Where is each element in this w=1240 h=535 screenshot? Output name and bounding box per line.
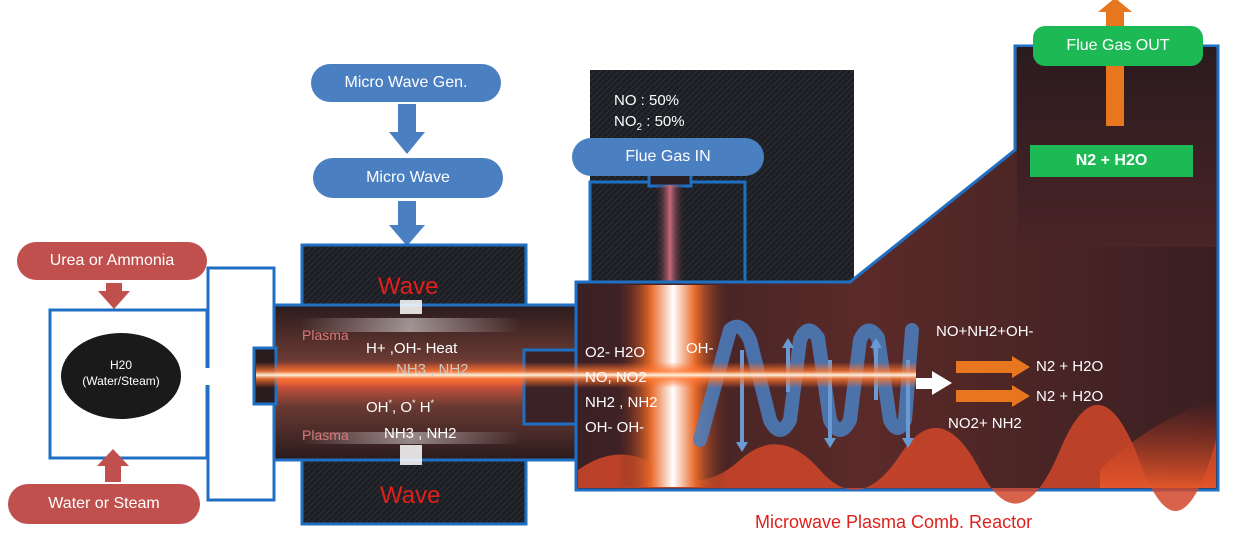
water-steam-box: Water or Steam bbox=[8, 484, 200, 524]
torch-species-line1: H+ ,OH- Heat bbox=[366, 340, 458, 357]
waveguide-bottom bbox=[300, 458, 528, 526]
mw-arrow-shaft bbox=[398, 201, 416, 227]
o-star: * bbox=[412, 398, 416, 408]
inlet-gas-stream bbox=[655, 185, 685, 285]
water-arrow-shaft bbox=[105, 465, 121, 482]
reactor-species-row: NH2 , NH2 bbox=[585, 394, 658, 411]
mwgen-arrow-head bbox=[389, 132, 425, 154]
urea-ammonia-label: Urea or Ammonia bbox=[49, 252, 175, 269]
plasma-hotspot-top bbox=[400, 300, 422, 314]
h-star: * bbox=[430, 398, 435, 408]
no2-subscript: 2 bbox=[636, 122, 643, 133]
reaction-top-label: NO+NH2+OH- bbox=[936, 323, 1034, 340]
h2o-reservoir bbox=[61, 333, 181, 419]
product-label-2: N2 + H2O bbox=[1036, 388, 1104, 405]
h2o-label-line1: H20 bbox=[109, 358, 132, 372]
plasma-glow-top bbox=[300, 318, 520, 332]
outlet-arrow-head bbox=[1098, 0, 1132, 12]
swirl-arrow-5-head bbox=[902, 438, 914, 448]
beam-output-arrow-shaft bbox=[916, 378, 934, 389]
plasma-glow-bottom bbox=[300, 432, 520, 444]
h-radical: H bbox=[415, 399, 431, 416]
h2o-flow bbox=[182, 368, 232, 385]
outlet-product-label: N2 + H2O bbox=[1075, 152, 1148, 169]
no2-concentration: NO2 : 50% bbox=[614, 113, 685, 133]
flue-gas-in-label: Flue Gas IN bbox=[625, 148, 711, 165]
flue-gas-out-label: Flue Gas OUT bbox=[1066, 37, 1170, 54]
swirl-arrow-1-head bbox=[736, 442, 748, 452]
urea-arrow-head bbox=[98, 291, 130, 309]
waveguide-top bbox=[300, 243, 528, 307]
swirl-arrow-3-head bbox=[824, 438, 836, 448]
urea-arrow-shaft bbox=[106, 283, 122, 293]
flue-gas-out-box: Flue Gas OUT bbox=[1033, 26, 1203, 66]
microwave-label: Micro Wave bbox=[366, 169, 450, 186]
h2o-label-line2: (Water/Steam) bbox=[82, 374, 160, 388]
water-steam-label: Water or Steam bbox=[48, 495, 160, 512]
reactor-fire-bed bbox=[578, 404, 1216, 512]
reactor-species-row: O2- H2O bbox=[585, 344, 646, 361]
urea-ammonia-box: Urea or Ammonia bbox=[17, 242, 207, 280]
plasma-label-bottom: Plasma bbox=[302, 427, 349, 443]
no-concentration: NO : 50% bbox=[614, 92, 680, 109]
reactor-title: Microwave Plasma Comb. Reactor bbox=[755, 512, 1033, 532]
outlet-arrow-shaft bbox=[1106, 60, 1124, 126]
mwgen-arrow-shaft bbox=[398, 104, 416, 134]
torch-species-line2: NH3 , NH2 bbox=[396, 361, 469, 378]
wave-label-bottom: Wave bbox=[380, 482, 441, 509]
no2-suffix: : 50% bbox=[642, 113, 685, 130]
product-arrow-2-head bbox=[1012, 385, 1030, 407]
outlet-product-box: N2 + H2O bbox=[1030, 145, 1193, 177]
torch-species-line3: OH*, O* H* bbox=[366, 398, 434, 416]
reactor-species-col2: OH- bbox=[686, 340, 714, 357]
swirl-arrow-4-head bbox=[870, 338, 882, 348]
mw-arrow-head bbox=[389, 225, 425, 246]
flue-gas-in-box: Flue Gas IN bbox=[572, 138, 764, 176]
oh-radical: OH bbox=[366, 399, 389, 416]
swirl-arrow-2-head bbox=[782, 338, 794, 348]
water-arrow-head bbox=[97, 449, 129, 466]
no2-prefix: NO bbox=[614, 113, 637, 130]
reactor-species-col1: O2- H2O NO, NO2 NH2 , NH2 OH- OH- bbox=[585, 340, 658, 440]
reactor-fire-glow bbox=[1100, 400, 1216, 488]
product-arrow-2-shaft bbox=[956, 390, 1016, 402]
microwave-generator-label: Micro Wave Gen. bbox=[344, 74, 468, 91]
product-label-1: N2 + H2O bbox=[1036, 358, 1104, 375]
plasma-hotspot-bottom bbox=[400, 445, 422, 465]
outlet-arrow-top-shaft bbox=[1106, 10, 1124, 30]
o-radical: , O bbox=[392, 399, 413, 416]
h2o-label: H20 (Water/Steam) bbox=[71, 357, 171, 389]
reactor-species-row: NO, NO2 bbox=[585, 369, 647, 386]
plasma-label-top: Plasma bbox=[302, 327, 349, 343]
oh-star: * bbox=[388, 398, 393, 408]
h2o-arrow-head bbox=[232, 361, 256, 391]
beam-output-arrow-head bbox=[932, 371, 952, 395]
plasma-beam bbox=[256, 362, 916, 388]
product-arrow-1-shaft bbox=[956, 361, 1016, 373]
microwave-generator-box: Micro Wave Gen. bbox=[311, 64, 501, 102]
reactor-species-row: OH- OH- bbox=[585, 419, 645, 436]
wave-label-top: Wave bbox=[378, 273, 439, 300]
reaction-bottom-label: NO2+ NH2 bbox=[948, 415, 1022, 432]
product-arrow-1-head bbox=[1012, 356, 1030, 378]
torch-species-line4: NH3 , NH2 bbox=[384, 425, 457, 442]
microwave-box: Micro Wave bbox=[313, 158, 503, 198]
